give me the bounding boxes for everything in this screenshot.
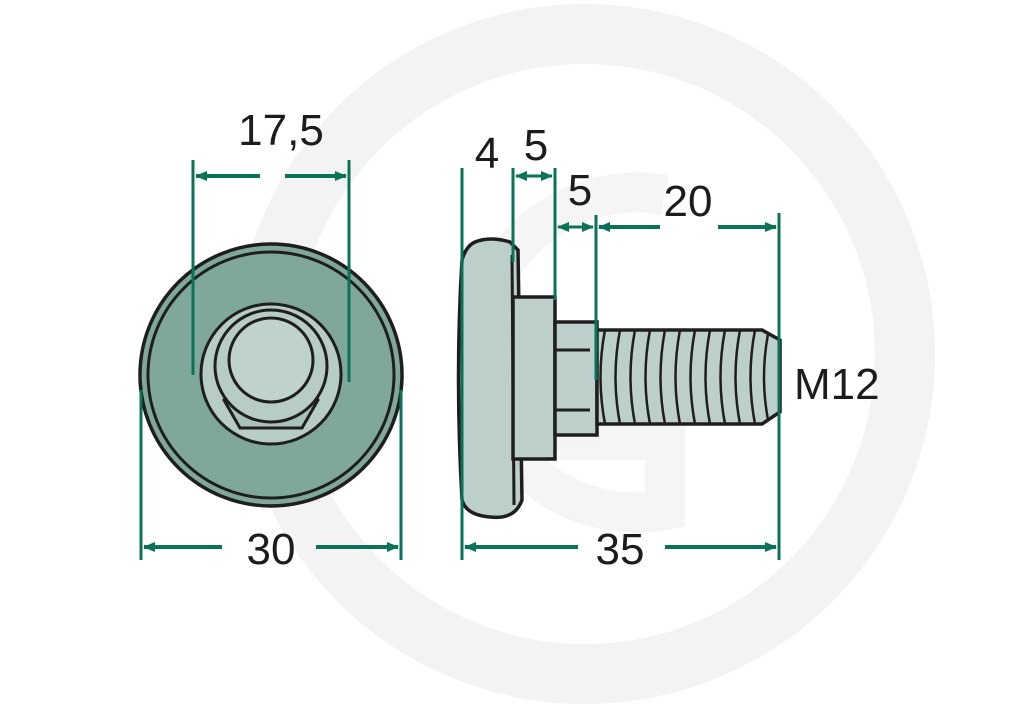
washer-rim (146, 250, 396, 500)
thread-ridges (599, 329, 770, 425)
dim-label-hex-length: 5 (568, 166, 592, 215)
dim-label-total-length: 35 (596, 525, 645, 574)
dim-label-collar-length: 5 (524, 121, 548, 170)
thread-spec-label: M12 (794, 360, 880, 409)
dim-label-inner-width: 17,5 (238, 106, 324, 155)
side-view: 4 5 5 20 35 M12 (456, 121, 880, 574)
dim-label-thread-length: 20 (664, 177, 713, 226)
collar (511, 295, 557, 461)
hex-section (553, 320, 599, 437)
front-view: 17,5 30 (138, 106, 404, 574)
bolt-end (227, 316, 315, 404)
dim-label-head-thickness: 4 (475, 129, 499, 178)
dim-label-outer-diameter: 30 (247, 525, 296, 574)
